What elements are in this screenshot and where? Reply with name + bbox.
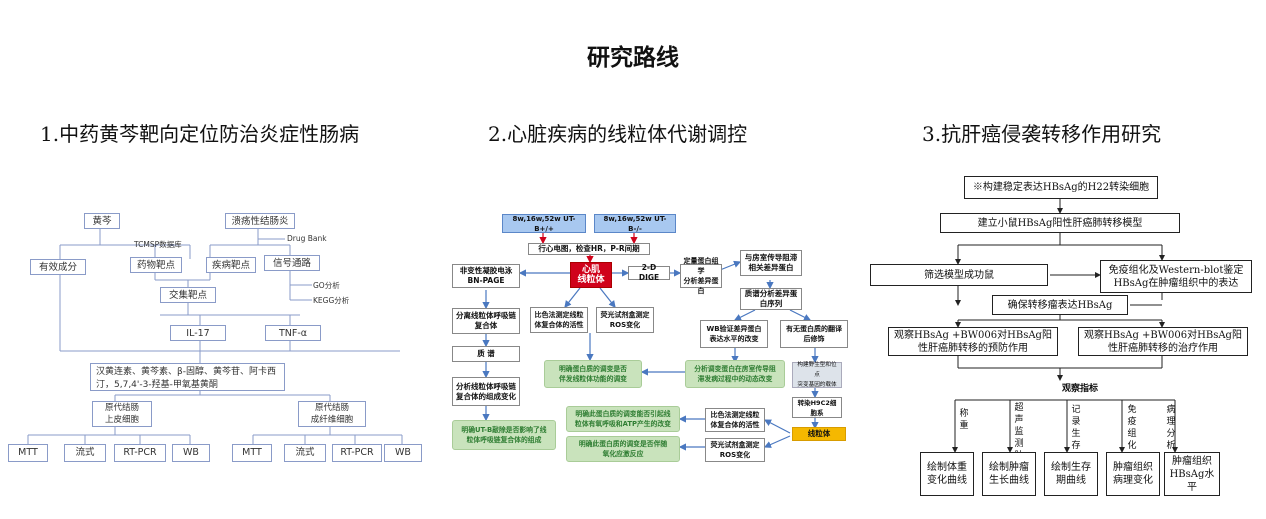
step-construct-cells: ※构建稳定表达HBsAg的H22转染细胞 xyxy=(964,176,1158,199)
assay-mtt-1: MTT xyxy=(8,444,48,462)
node-colorimetric-2: 比色法测定线粒 体复合体的活性 xyxy=(705,408,765,432)
group-wildtype: 8w,16w,52w UT-B+/+ xyxy=(502,214,586,233)
node-analyze-av-block: 分析调变蛋白在房室传导阻 滞发病过程中的动态改变 xyxy=(685,360,785,388)
label-go: GO分析 xyxy=(313,281,340,290)
node-ros-2: 荧光试剂盒测定 ROS变化 xyxy=(705,438,765,462)
node-compounds: 汉黄连素、黄芩素、β-固醇、黄芩苷、阿卡西汀，5,7,4'-3-羟基-甲氧基黄酮 xyxy=(90,363,285,391)
result-tumor-growth: 绘制肿瘤生长曲线 xyxy=(982,452,1036,496)
node-yaowu: 药物靶点 xyxy=(130,257,182,273)
node-fibroblasts: 原代结肠 成纤维细胞 xyxy=(298,401,366,427)
indicator-ihc: 免疫组化 xyxy=(1127,405,1137,451)
step-ihc-western: 免疫组化及Western-blot鉴定HBsAg在肿瘤组织中的表达 xyxy=(1100,260,1252,293)
section-title-1: 1.中药黄芩靶向定位防治炎症性肠病 xyxy=(40,122,360,146)
assay-rtpcr-2: RT-PCR xyxy=(332,444,382,462)
node-dige: 2-D DIGE xyxy=(628,263,670,282)
node-xinhao: 信号通路 xyxy=(264,255,320,271)
step-build-model: 建立小鼠HBsAg阳性肝癌肺转移模型 xyxy=(940,213,1180,233)
node-youxiao: 有效成分 xyxy=(30,259,86,275)
indicator-weight: 称重 xyxy=(959,409,969,431)
step-prevention: 观察HBsAg +BW006对HBsAg阳性肝癌肺转移的预防作用 xyxy=(888,327,1058,356)
assay-wb-2: WB xyxy=(384,444,422,462)
step-confirm-expression: 确保转移瘤表达HBsAg xyxy=(992,295,1128,315)
node-huangqin: 黄芩 xyxy=(84,213,120,229)
assay-rtpcr-1: RT-PCR xyxy=(114,444,166,462)
node-clarify-utb: 明确UT-B敲除是否影响了线 粒体呼吸链复合体的组成 xyxy=(452,420,556,450)
group-knockout: 8w,16w,52w UT-B-/- xyxy=(594,214,676,233)
label-indicators: 观察指标 xyxy=(1062,384,1099,394)
label-drugbank: Drug Bank xyxy=(287,234,327,243)
step-screen-mice: 筛选模型成功鼠 xyxy=(870,264,1048,286)
node-separate-complex: 分离线粒体呼吸链 复合体 xyxy=(452,308,520,334)
section-title-2: 2.心脏疾病的线粒体代谢调控 xyxy=(488,122,748,146)
result-survival-curve: 绘制生存期曲线 xyxy=(1044,452,1098,496)
result-hbsag-level: 肿瘤组织HBsAg水平 xyxy=(1164,452,1220,496)
section-title-3: 3.抗肝癌侵袭转移作用研究 xyxy=(922,122,1162,146)
node-analyze-composition: 分析线粒体呼吸链 复合体的组成变化 xyxy=(452,377,520,406)
node-conduction-proteins: 与房室传导阻滞 相关差异蛋白 xyxy=(740,250,802,276)
node-mitochondria: 线粒体 xyxy=(792,427,846,441)
node-jiaocha: 交集靶点 xyxy=(160,287,216,303)
result-weight-curve: 绘制体重变化曲线 xyxy=(920,452,974,496)
node-myocardial-mito: 心肌 线粒体 xyxy=(570,262,612,288)
assay-flow-1: 流式 xyxy=(64,444,106,462)
node-massspec-seq: 质谱分析差异蛋 白序列 xyxy=(740,288,802,310)
node-ecg: 行心电图，检查HR，P-R间期 xyxy=(528,243,650,255)
assay-mtt-2: MTT xyxy=(232,444,272,462)
node-clarify-oxidative: 明确此蛋白质的调变是否伴随 氧化应激反应 xyxy=(566,436,680,462)
label-tcmsp: TCMSP数据库 xyxy=(134,240,182,249)
node-clarify-mito-function: 明确蛋白质的调变是否 伴发线粒体功能的调变 xyxy=(544,360,642,388)
assay-flow-2: 流式 xyxy=(284,444,326,462)
node-epithelial-cells: 原代结肠 上皮细胞 xyxy=(92,401,152,427)
node-ibd: 溃疡性结肠炎 xyxy=(225,213,295,229)
node-il17: IL-17 xyxy=(170,325,226,341)
assay-wb-1: WB xyxy=(172,444,210,462)
page-title: 研究路线 xyxy=(587,44,679,71)
node-massspec: 质 谱 xyxy=(452,346,520,362)
node-jibing: 疾病靶点 xyxy=(206,257,256,273)
node-ros: 荧光试剂盒测定 ROS变化 xyxy=(596,307,654,333)
label-kegg: KEGG分析 xyxy=(313,296,350,305)
step-treatment: 观察HBsAg +BW006对HBsAg阳性肝癌肺转移的治疗作用 xyxy=(1078,327,1248,356)
node-clarify-respiration: 明确此蛋白质的调变能否引起线 粒体有氧呼吸和ATP产生的改变 xyxy=(566,406,680,432)
indicator-pathology: 病理分析 xyxy=(1166,405,1176,451)
node-mouse-model: 构建野生型和位点 突变基因的载体 xyxy=(792,362,842,388)
node-transfect-h9c2: 转染H9C2细胞系 xyxy=(792,397,842,418)
result-pathology: 肿瘤组织病理变化 xyxy=(1106,452,1160,496)
node-colorimetric: 比色法测定线粒 体复合体的活性 xyxy=(530,307,588,333)
node-wb-verify: WB验证差异蛋白 表达水平的改变 xyxy=(700,320,768,348)
node-tnf: TNF-α xyxy=(265,325,321,341)
node-ptm: 有无蛋白质的翻译 后修饰 xyxy=(780,320,848,348)
node-bnpage: 非变性凝胶电泳 BN-PAGE xyxy=(452,264,520,288)
